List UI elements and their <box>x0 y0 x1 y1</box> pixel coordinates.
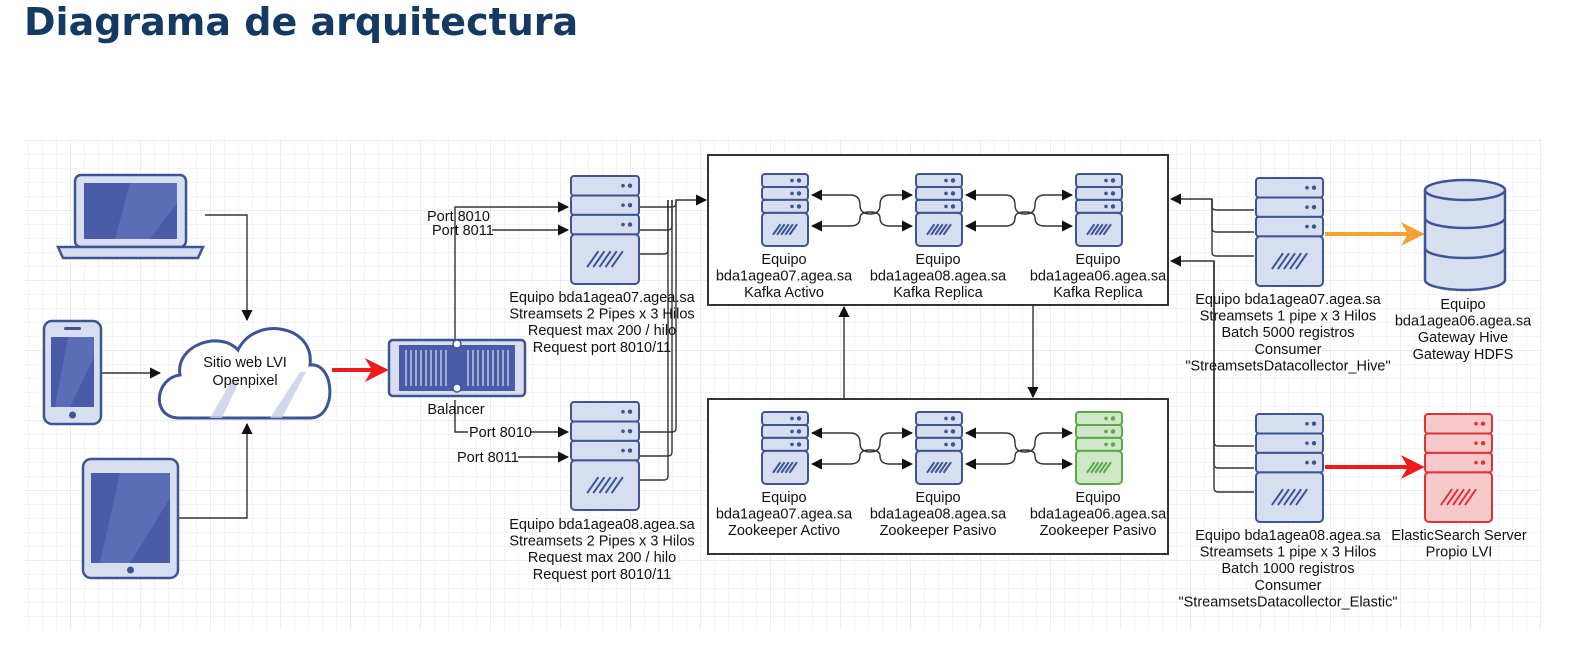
ingest-to-kafka <box>640 200 669 481</box>
cons-elastic-label-line3: Batch 1000 registros <box>1222 561 1355 577</box>
ss-bottom-label-line4: Request port 8010/11 <box>533 567 671 583</box>
elastic-label-line2: Propio LVI <box>1426 545 1493 561</box>
hive-label-line2: bda1agea06.agea.sa <box>1395 314 1532 330</box>
elastic-label-line1: ElasticSearch Server <box>1391 528 1527 544</box>
zookeeper-replication-link <box>810 427 914 453</box>
port-label: Port 8010 <box>427 209 490 225</box>
cons-elastic-label-line2: Streamsets 1 pipe x 3 Hilos <box>1200 545 1377 561</box>
server-icon <box>570 175 640 286</box>
zk2-label-line1: Equipo <box>915 490 960 506</box>
cloud-icon <box>157 327 332 420</box>
kafka1-label-line2: bda1agea07.agea.sa <box>716 269 853 285</box>
port-connector <box>454 201 570 340</box>
page-title: Diagrama de arquitectura <box>24 0 579 44</box>
port-connector <box>454 400 468 433</box>
zookeeper-replication-link <box>964 449 1074 470</box>
ss-top-label-line1: Equipo bda1agea07.agea.sa <box>509 290 695 306</box>
cons-hive-label-line3: Batch 5000 registros <box>1222 325 1355 341</box>
cons-elastic-label-line4: Consumer <box>1255 578 1322 594</box>
ss-top-label-line3: Request max 200 / hilo <box>528 323 676 339</box>
website-label-line2: Openpixel <box>212 373 277 389</box>
server-icon <box>1075 173 1123 248</box>
phone-icon <box>42 319 103 426</box>
ss-bottom-label-line1: Equipo bda1agea08.agea.sa <box>509 517 695 533</box>
kafka1-label-line3: Kafka Activo <box>744 285 824 301</box>
server-icon <box>915 173 963 248</box>
laptop-icon <box>56 173 205 260</box>
zk2-label-line3: Zookeeper Pasivo <box>880 523 997 539</box>
zk1-label-line1: Equipo <box>761 490 806 506</box>
kafka1-label-line1: Equipo <box>761 252 806 268</box>
server-icon <box>761 173 809 248</box>
ss-top-label-line2: Streamsets 2 Pipes x 3 Hilos <box>509 307 694 323</box>
cons-elastic-label-line1: Equipo bda1agea08.agea.sa <box>1195 528 1381 544</box>
cons-hive-label-line2: Streamsets 1 pipe x 3 Hilos <box>1200 309 1377 325</box>
consumer-to-kafka <box>1211 199 1254 257</box>
server-icon <box>1255 177 1324 288</box>
tablet-connector <box>178 422 253 519</box>
zk1-label-line2: bda1agea07.agea.sa <box>716 507 853 523</box>
zk2-label-line2: bda1agea08.agea.sa <box>870 507 1007 523</box>
kafka-replication-link <box>810 211 914 232</box>
port-label: Port 8011 <box>457 450 519 466</box>
zk3-label-line1: Equipo <box>1075 490 1120 506</box>
server-icon <box>1075 411 1123 486</box>
server-icon <box>570 401 640 512</box>
kafka3-label-line2: bda1agea06.agea.sa <box>1030 269 1167 285</box>
cons-hive-label-line1: Equipo bda1agea07.agea.sa <box>1195 292 1381 308</box>
ss-bottom-label-line3: Request max 200 / hilo <box>528 550 676 566</box>
server-icon <box>1424 413 1493 524</box>
port-label: Port 8011 <box>432 223 494 239</box>
laptop-connector <box>205 214 253 322</box>
zk1-label-line3: Zookeeper Activo <box>728 523 840 539</box>
server-icon <box>1255 413 1324 524</box>
balancer-icon <box>387 338 527 398</box>
hive-label-line1: Equipo <box>1440 297 1485 313</box>
balancer-label: Balancer <box>427 402 484 418</box>
kafka3-label-line3: Kafka Replica <box>1053 285 1143 301</box>
tablet-icon <box>81 457 180 580</box>
kafka3-label-line1: Equipo <box>1075 252 1120 268</box>
cons-hive-label-line5: "StreamsetsDatacollector_Hive" <box>1185 358 1390 374</box>
kafka-replication-link <box>964 211 1074 232</box>
kafka-replication-link <box>810 189 914 215</box>
cons-hive-label-line4: Consumer <box>1255 342 1322 358</box>
cons-elastic-label-line5: "StreamsetsDatacollector_Elastic" <box>1178 594 1397 610</box>
database-icon <box>1423 178 1507 292</box>
zookeeper-replication-link <box>964 427 1074 453</box>
website-label-line1: Sitio web LVI <box>203 355 287 371</box>
hive-label-line3: Gateway Hive <box>1418 330 1508 346</box>
kafka-replication-link <box>964 189 1074 215</box>
server-icon <box>761 411 809 486</box>
server-icon <box>915 411 963 486</box>
zk3-label-line2: bda1agea06.agea.sa <box>1030 507 1167 523</box>
port-label: Port 8010 <box>469 425 532 441</box>
zookeeper-replication-link <box>810 449 914 470</box>
consumer-to-kafka <box>1213 261 1254 493</box>
zk3-label-line3: Zookeeper Pasivo <box>1040 523 1157 539</box>
kafka2-label-line2: bda1agea08.agea.sa <box>870 269 1007 285</box>
hive-label-line4: Gateway HDFS <box>1413 347 1514 363</box>
ss-top-label-line4: Request port 8010/11 <box>533 340 671 356</box>
kafka2-label-line3: Kafka Replica <box>893 285 983 301</box>
ss-bottom-label-line2: Streamsets 2 Pipes x 3 Hilos <box>509 534 694 550</box>
kafka2-label-line1: Equipo <box>915 252 960 268</box>
